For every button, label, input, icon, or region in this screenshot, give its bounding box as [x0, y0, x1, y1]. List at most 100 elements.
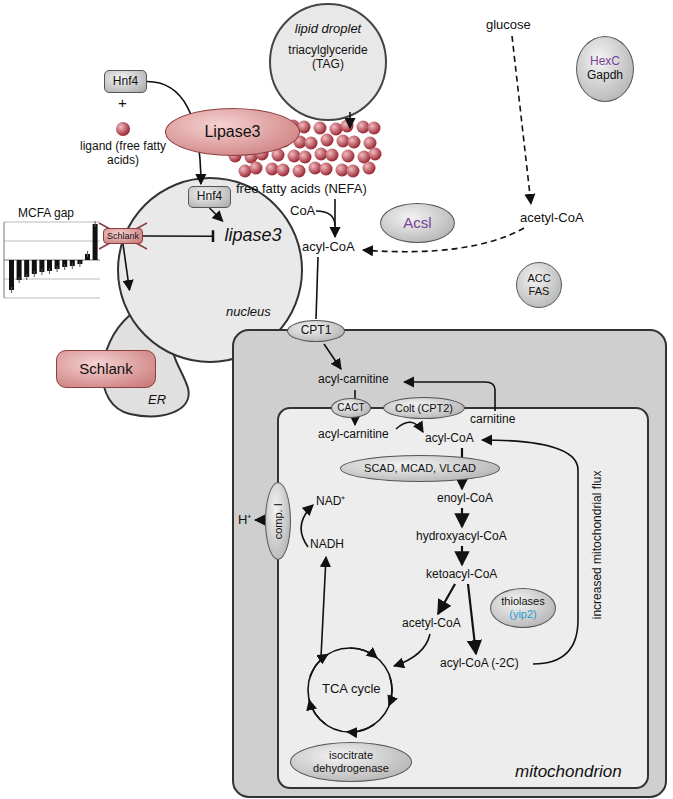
node-text: HexC	[590, 55, 620, 69]
node-text: Hnf4	[197, 190, 222, 204]
fatty-acid-dot	[347, 165, 360, 178]
bar-chart	[4, 221, 100, 298]
node-text: ER	[148, 393, 166, 408]
error-bar	[64, 264, 65, 270]
text-label: +	[118, 94, 127, 111]
fatty-acid-dot	[348, 136, 361, 149]
tca-arrow	[389, 677, 392, 706]
node-text: CACT	[337, 402, 364, 414]
node-text: lipase3	[224, 225, 281, 246]
fatty-acid-dot	[314, 122, 327, 135]
text-label: ligand (free fatty acids)	[66, 140, 180, 168]
fatty-acid-dot	[342, 150, 355, 163]
text-label: NADH	[310, 538, 344, 552]
text-label: ketoacyl-CoA	[426, 568, 497, 582]
fatty-acid-dot	[299, 151, 312, 164]
node-text: nucleus	[226, 305, 271, 320]
error-bar	[79, 261, 80, 267]
enzyme-ellipse: CACT	[331, 398, 371, 418]
tca-arrows	[309, 648, 392, 732]
tca-arrow	[347, 724, 375, 732]
pathway-arrows	[255, 36, 578, 666]
text-label: acyl-carnitine	[318, 373, 389, 387]
node-text: Lipase3	[204, 123, 260, 141]
enzyme-ellipse: ACCFAS	[516, 262, 562, 308]
connector	[123, 244, 130, 290]
node-text: FAS	[529, 285, 550, 298]
text-label: acyl-CoA	[302, 240, 355, 255]
fatty-acid-dot	[357, 121, 370, 134]
node-text: Gapdh	[587, 69, 623, 83]
text-label: NAD⁺	[316, 495, 345, 509]
fatty-acid-dot	[336, 164, 349, 177]
fatty-acid-dot	[277, 164, 290, 177]
node-text: triacylglyceride (TAG)	[276, 44, 380, 72]
text-label: enoyl-CoA	[437, 492, 493, 506]
chart-bar	[9, 260, 14, 290]
node-text: isocitrate dehydrogenase	[305, 749, 397, 774]
error-bar	[41, 269, 42, 275]
text-label: hydroxyacyl-CoA	[416, 530, 507, 544]
inner-membrane	[278, 408, 648, 788]
node-text: Acsl	[403, 214, 431, 231]
text-label: acetyl-CoA	[402, 617, 461, 631]
fatty-acid-dot	[326, 149, 339, 162]
text-label: acyl-CoA (-2C)	[440, 657, 519, 671]
error-bar	[26, 274, 27, 280]
connector	[143, 235, 213, 237]
node-text: CPT1	[301, 324, 332, 338]
text-label: acetyl-CoA	[520, 211, 584, 226]
error-bar	[87, 251, 88, 257]
fatty-acid-dot	[320, 163, 333, 176]
fatty-acid-dot	[309, 162, 322, 175]
fatty-acid-dot	[288, 150, 301, 163]
node-text: SCAD, MCAD, VLCAD	[364, 462, 476, 475]
fatty-acid-dot	[266, 163, 279, 176]
node-text: (yip2)	[509, 608, 537, 621]
outer-membrane	[233, 330, 666, 797]
error-bar	[49, 268, 50, 274]
fatty-acid-dot	[305, 137, 318, 150]
error-bar	[34, 271, 35, 277]
error-bar	[57, 266, 58, 272]
tca-arrow	[309, 700, 325, 724]
fatty-acid-dot	[250, 162, 263, 175]
node-text: Schlank	[107, 231, 139, 241]
enzyme-ellipse: isocitrate dehydrogenase	[290, 742, 412, 782]
text-label: H⁺	[238, 513, 251, 528]
node-text: Colt (CPT2)	[395, 402, 453, 415]
fatty-acid-dot	[341, 120, 354, 133]
tca-circle	[308, 648, 392, 732]
text-label: TCA cycle	[322, 682, 381, 697]
fatty-acid-dot	[315, 148, 328, 161]
nucleus-region: nucleusHnf4lipase3Schlank	[118, 178, 302, 362]
ligand-dot	[116, 122, 130, 136]
fatty-acid-dot	[337, 135, 350, 148]
text-label: CoA	[290, 204, 315, 219]
fatty-acid-dot	[239, 165, 252, 178]
error-bar	[72, 263, 73, 269]
text-label: free fatty acids (NEFA)	[236, 182, 367, 197]
connector	[210, 208, 223, 221]
enzyme-ellipse: HexCGapdh	[576, 36, 634, 102]
fatty-acid-dot	[368, 122, 381, 135]
gene-label: lipase3	[215, 223, 291, 248]
text-label: carnitine	[470, 413, 515, 427]
chart-bar	[93, 224, 98, 260]
enzyme-ellipse: CPT1	[287, 320, 345, 342]
crossed-protein-box: Schlank	[103, 228, 143, 244]
node-text: Schlank	[79, 360, 132, 377]
fatty-acid-dot	[321, 134, 334, 147]
tca-arrow	[350, 648, 377, 658]
error-bar	[11, 287, 12, 293]
fatty-acid-dot	[369, 148, 382, 161]
node-text: comp. I	[272, 503, 285, 539]
text-label: acyl-CoA	[425, 432, 474, 446]
protein-box: Schlank	[56, 350, 156, 388]
text-label: MCFA gap	[18, 207, 74, 221]
enzyme-ellipse: thiolases(yip2)	[490, 588, 556, 628]
enzyme-ellipse: SCAD, MCAD, VLCAD	[340, 455, 500, 482]
droplet-outline	[270, 4, 386, 120]
fatty-acid-dot	[330, 123, 343, 136]
